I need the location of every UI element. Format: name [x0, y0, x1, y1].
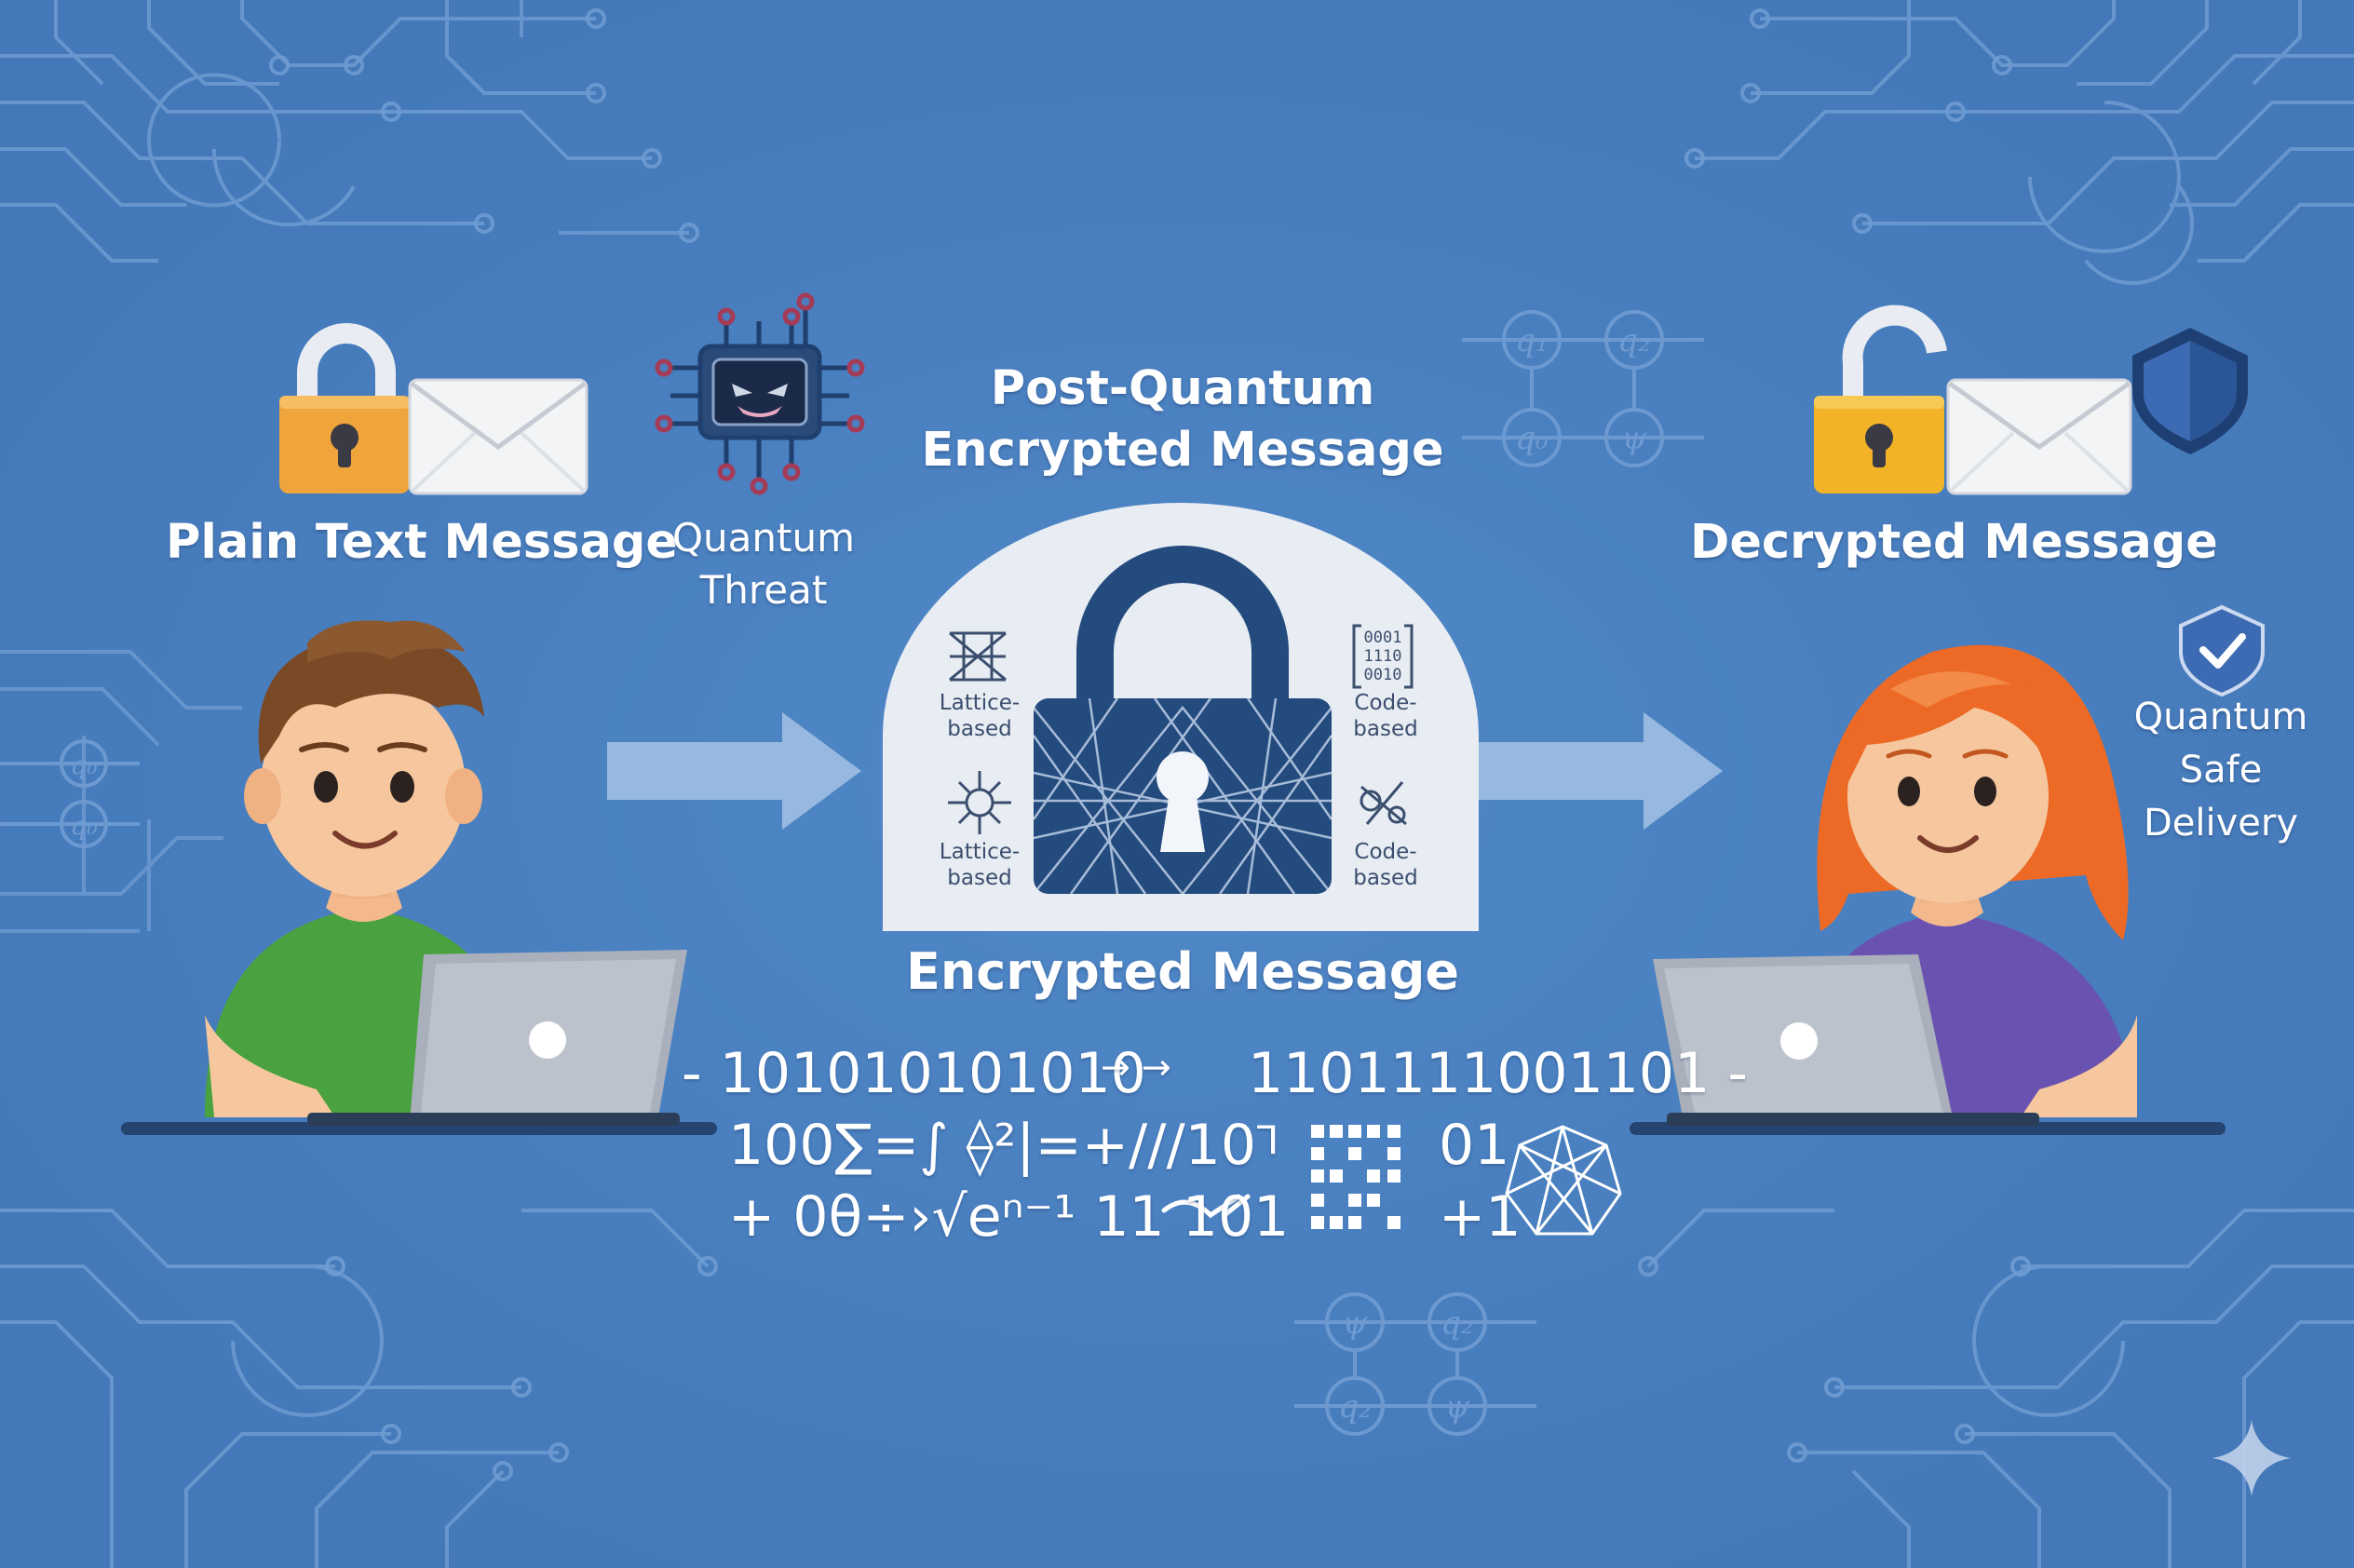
circuit-traces-top-left: [0, 0, 689, 263]
circuit-nodes-top-right: [1684, 8, 2012, 234]
receiver-laptop: [1653, 954, 2039, 1126]
flow-arrow-left: [607, 712, 861, 830]
quantum-safe-delivery-label: Quantum Safe Delivery: [2114, 691, 2328, 850]
plain-text-envelope-icon: [408, 378, 588, 495]
math-binary-01: 01: [1439, 1113, 1510, 1178]
quantum-threat-line: Quantum: [671, 515, 856, 561]
quantum-threat-label: Quantum Threat: [652, 512, 875, 616]
code-binary-icon: [1352, 624, 1414, 689]
decrypted-envelope-icon: [1946, 378, 2132, 495]
binary-digits: 0010: [1364, 666, 1402, 684]
post-quantum-line: Post-Quantum: [990, 361, 1375, 416]
decrypted-message-label: Decrypted Message: [1690, 515, 2218, 570]
binary-stream-right: 1101111001101 -: [1248, 1041, 1748, 1106]
safe-check-shield-icon: [2179, 604, 2265, 697]
circuit-traces-bottom-right: [1646, 1209, 2354, 1568]
safe-delivery-line: Quantum: [2133, 696, 2308, 738]
circuit-traces-top-right: [1695, 0, 2354, 286]
method-label: based: [1353, 866, 1417, 890]
shield-icon: [2132, 328, 2248, 454]
crystal-polyhedron-icon: [1505, 1125, 1622, 1236]
math-formula-line3: + 0θ÷›√eⁿ⁻¹ 11 101: [728, 1184, 1290, 1250]
qubit-label: q₀: [70, 750, 97, 780]
circuit-nodes-bottom-left: [325, 1256, 718, 1481]
arrow-glyph-icon: [1161, 1194, 1251, 1219]
method-label: based: [947, 866, 1011, 890]
lattice-node-icon: [948, 771, 1011, 834]
code-gear-icon: [1360, 781, 1407, 826]
decrypted-unlocked-lock-icon: [1814, 304, 1947, 493]
circuit-nodes-top-left: [269, 8, 699, 243]
sender-laptop: [307, 950, 687, 1126]
method-label: Lattice-: [940, 840, 1020, 864]
post-quantum-title: Post-Quantum Encrypted Message: [894, 358, 1471, 481]
binary-stream-arrows: → →: [1101, 1047, 1171, 1088]
plain-text-lock-icon: [279, 323, 410, 493]
quantum-threat-chip-icon: [655, 292, 865, 495]
plain-text-message-label: Plain Text Message: [166, 515, 679, 570]
post-quantum-line: Encrypted Message: [921, 423, 1444, 478]
binary-digits: 1110: [1364, 647, 1402, 666]
qubit-circuit-left: [0, 739, 140, 848]
method-label: Code-: [1354, 840, 1416, 864]
qubit-label: q₂: [1441, 1304, 1473, 1342]
math-plus-one: +1: [1439, 1184, 1522, 1250]
method-label: based: [947, 717, 1011, 741]
quantum-threat-line: Threat: [699, 567, 828, 613]
circuit-traces-left: [0, 650, 242, 933]
lattice-icon: [949, 631, 1007, 682]
method-label: based: [1353, 717, 1417, 741]
qubit-label: q₂: [1617, 322, 1650, 359]
qubit-label: q₂: [1338, 1388, 1371, 1426]
qubit-label: q₁: [1515, 322, 1548, 359]
binary-digits: 0001: [1364, 629, 1402, 647]
qubit-label: ψ: [1622, 420, 1647, 457]
threat-face-icon: [732, 384, 788, 417]
math-symbol: ⅂: [1257, 1117, 1279, 1163]
safe-delivery-line: Delivery: [2143, 802, 2299, 845]
post-quantum-lock-icon: [1034, 546, 1332, 894]
encrypted-message-label: Encrypted Message: [905, 942, 1460, 1001]
qubit-label: ψ: [1445, 1388, 1470, 1426]
flow-arrow-right: [1479, 712, 1723, 830]
sparkle-icon: [2212, 1420, 2291, 1496]
qubit-circuit-top: [1462, 310, 1704, 467]
circuit-nodes-bottom-right: [1638, 1256, 2031, 1463]
qubit-circuit-bottom: [1294, 1292, 1536, 1436]
method-label: Code-: [1354, 691, 1416, 715]
qubit-label: ψ: [1343, 1304, 1368, 1342]
safe-delivery-line: Safe: [2179, 749, 2263, 791]
qubit-label: q₀: [70, 810, 97, 841]
math-formula-line2: 100∑=∫ ⟠²|=+///10: [728, 1113, 1257, 1178]
circuit-traces-bottom-left: [0, 1209, 710, 1568]
binary-stream-left: - 101010101010: [682, 1041, 1146, 1106]
qr-grid-icon: [1311, 1125, 1400, 1229]
qubit-label: q₀: [1515, 420, 1549, 457]
method-label: Lattice-: [940, 691, 1020, 715]
